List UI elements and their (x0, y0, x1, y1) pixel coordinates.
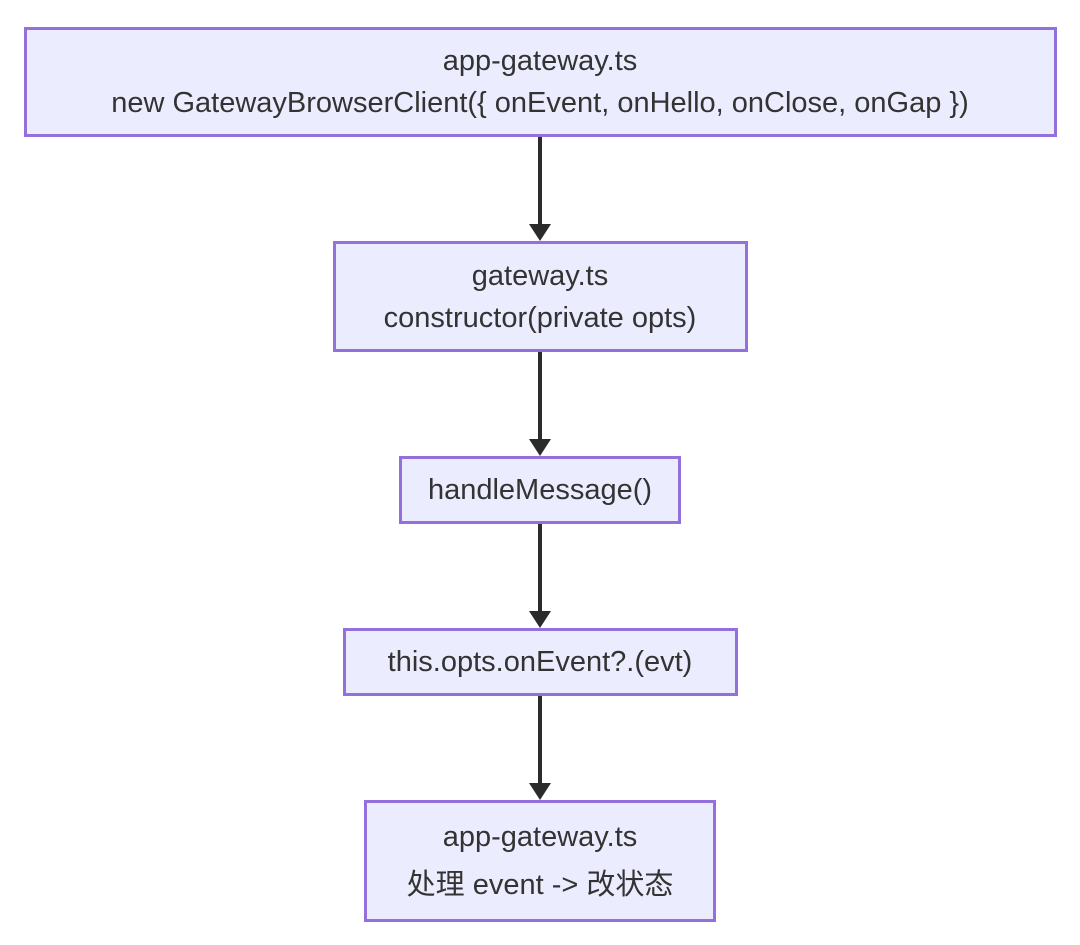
node-description: 处理 event -> 改状态 (406, 869, 674, 901)
edge-d-to-e (529, 696, 551, 800)
node-code-line: constructor(private opts) (383, 301, 697, 334)
node-code-line: this.opts.onEvent?.(evt) (387, 646, 693, 678)
arrow-shaft (538, 524, 542, 612)
node-on-event-callback: this.opts.onEvent?.(evt) (342, 628, 738, 696)
arrowhead-down-icon (529, 224, 551, 241)
node-app-gateway-client-init: app-gateway.ts new GatewayBrowserClient(… (23, 27, 1057, 137)
arrowhead-down-icon (529, 611, 551, 628)
node-gateway-constructor: gateway.ts constructor(private opts) (332, 241, 748, 352)
node-app-gateway-handle-event: app-gateway.ts 处理 event -> 改状态 (364, 800, 716, 922)
arrowhead-down-icon (529, 783, 551, 800)
node-title: gateway.ts (471, 259, 609, 292)
node-title: app-gateway.ts (442, 45, 638, 77)
arrowhead-down-icon (529, 439, 551, 456)
edge-a-to-b (529, 137, 551, 241)
edge-b-to-c (529, 352, 551, 456)
node-code-line: new GatewayBrowserClient({ onEvent, onHe… (111, 87, 969, 119)
arrow-shaft (538, 352, 542, 440)
node-handle-message: handleMessage() (399, 456, 681, 524)
edge-c-to-d (529, 524, 551, 628)
node-code-line: handleMessage() (427, 474, 653, 506)
node-title: app-gateway.ts (442, 821, 638, 853)
arrow-shaft (538, 137, 542, 225)
arrow-shaft (538, 696, 542, 784)
